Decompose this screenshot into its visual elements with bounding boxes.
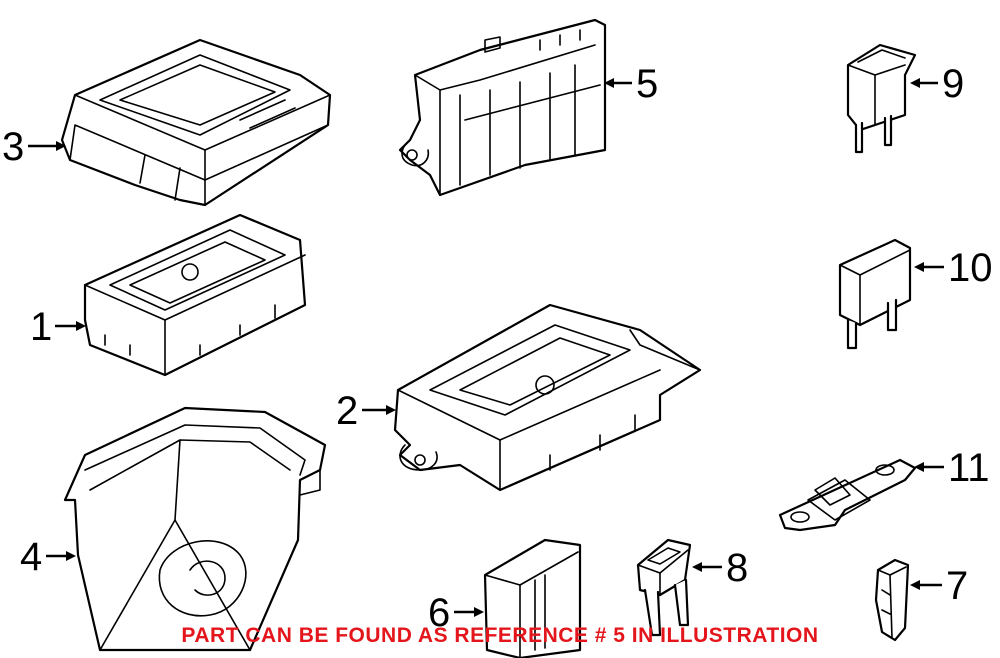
callout-4-label: 4 bbox=[20, 535, 42, 579]
part-2-fuse-box-assembly bbox=[393, 303, 702, 492]
callout-7: 7 bbox=[910, 564, 968, 608]
callout-1: 1 bbox=[30, 305, 86, 349]
callout-1-arrowhead bbox=[76, 321, 86, 331]
callout-8-label: 8 bbox=[726, 546, 748, 590]
callout-3: 3 bbox=[2, 125, 66, 169]
callout-8-arrowhead bbox=[692, 562, 702, 572]
callout-10-label: 10 bbox=[948, 246, 993, 290]
callout-4: 4 bbox=[20, 535, 76, 579]
callout-5: 5 bbox=[604, 62, 658, 106]
callout-1-label: 1 bbox=[30, 305, 52, 349]
callout-5-arrowhead bbox=[604, 78, 614, 88]
callout-2-label: 2 bbox=[336, 389, 358, 433]
callout-10: 10 bbox=[914, 246, 993, 290]
part-9-maxi-fuse bbox=[846, 43, 917, 154]
part-7-clip-fuse bbox=[874, 558, 910, 642]
callout-11-label: 11 bbox=[948, 446, 990, 490]
callout-7-arrowhead bbox=[910, 580, 920, 590]
callout-6-arrowhead bbox=[474, 607, 484, 617]
callout-3-arrowhead bbox=[56, 141, 66, 151]
part-10-mega-fuse bbox=[838, 238, 912, 350]
callout-9: 9 bbox=[910, 62, 964, 106]
callout-2: 2 bbox=[336, 389, 396, 433]
part-6-relay bbox=[483, 538, 582, 658]
callout-6-label: 6 bbox=[428, 591, 450, 635]
callout-6: 6 bbox=[428, 591, 484, 635]
part-3-fuse-box-cover bbox=[60, 38, 332, 207]
callout-8: 8 bbox=[692, 546, 748, 590]
callout-9-label: 9 bbox=[942, 62, 964, 106]
part-11-strip-fuse bbox=[778, 458, 917, 532]
callout-2-arrowhead bbox=[386, 405, 396, 415]
part-4-housing bbox=[63, 406, 327, 652]
part-5-relay-box bbox=[398, 18, 607, 197]
reference-notice: PART CAN BE FOUND AS REFERENCE # 5 IN IL… bbox=[181, 624, 819, 647]
part-8-mini-blade-fuse bbox=[636, 538, 692, 637]
callout-5-label: 5 bbox=[636, 62, 658, 106]
callout-3-label: 3 bbox=[2, 125, 24, 169]
part-1-fuse-block bbox=[83, 213, 307, 377]
callout-10-arrowhead bbox=[914, 262, 924, 272]
callout-4-arrowhead bbox=[66, 551, 76, 561]
callout-9-arrowhead bbox=[910, 78, 920, 88]
callout-11: 11 bbox=[914, 446, 990, 490]
callout-11-arrowhead bbox=[914, 462, 924, 472]
callout-7-label: 7 bbox=[946, 564, 968, 608]
